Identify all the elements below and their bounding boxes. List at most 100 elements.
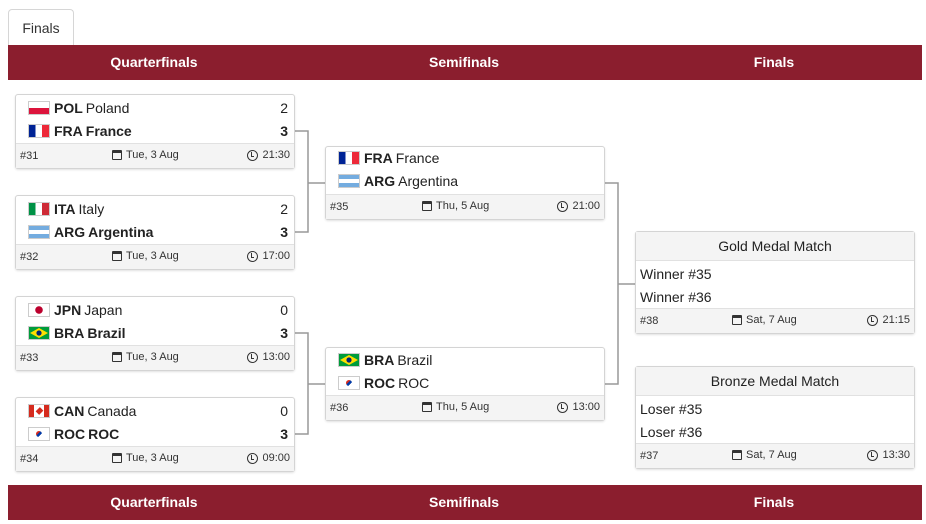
roc-flag-icon: [28, 427, 50, 441]
final-entry: Loser #35: [640, 401, 703, 417]
calendar-icon: [112, 453, 122, 463]
final-entry: Loser #36: [640, 424, 703, 440]
match-date: Tue, 3 Aug: [112, 250, 179, 262]
team-name: ROC: [398, 375, 430, 391]
team-code: BRA: [54, 325, 85, 341]
match-date: Tue, 3 Aug: [112, 452, 179, 464]
team-code: ARG: [54, 224, 86, 240]
match-footer: #32 Tue, 3 Aug 17:00: [16, 244, 294, 269]
match-number: #38: [640, 315, 659, 327]
match-card-gold[interactable]: Gold Medal Match Winner #35 Winner #36 #…: [635, 231, 915, 334]
calendar-icon: [422, 201, 432, 211]
team-row: CAN Canada 0: [28, 400, 288, 422]
clock-icon: [247, 149, 259, 161]
team-name: Argentina: [88, 224, 154, 240]
match-footer: #35 Thu, 5 Aug 21:00: [326, 194, 604, 219]
clock-icon: [557, 401, 569, 413]
match-number: #32: [20, 251, 39, 263]
match-footer: #38 Sat, 7 Aug 21:15: [636, 308, 914, 333]
match-card-qf-33[interactable]: JPN Japan 0 BRA Brazil 3 #33 Tue, 3 Aug …: [15, 296, 295, 371]
team-code: BRA: [364, 352, 395, 368]
match-date: Thu, 5 Aug: [422, 200, 489, 212]
team-code: FRA: [54, 123, 83, 139]
match-footer: #37 Sat, 7 Aug 13:30: [636, 443, 914, 468]
connector-sf-35-36: [605, 182, 635, 385]
japan-flag-icon: [28, 303, 50, 317]
match-number: #33: [20, 352, 39, 364]
team-score: 3: [280, 123, 288, 139]
match-footer: #36 Thu, 5 Aug 13:00: [326, 395, 604, 420]
calendar-icon: [112, 150, 122, 160]
roc-flag-icon: [338, 376, 360, 390]
team-name: Italy: [78, 201, 105, 217]
team-row: BRA Brazil: [338, 349, 598, 371]
team-row: ITA Italy 2: [28, 198, 288, 220]
match-date: Tue, 3 Aug: [112, 149, 179, 161]
match-date: Sat, 7 Aug: [732, 314, 797, 326]
team-score: 2: [280, 100, 288, 116]
france-flag-icon: [28, 124, 50, 138]
calendar-icon: [112, 352, 122, 362]
brazil-flag-icon: [338, 353, 360, 367]
team-score: 0: [280, 403, 288, 419]
match-date: Sat, 7 Aug: [732, 449, 797, 461]
france-flag-icon: [338, 151, 360, 165]
clock-icon: [247, 250, 259, 262]
match-card-qf-32[interactable]: ITA Italy 2 ARG Argentina 3 #32 Tue, 3 A…: [15, 195, 295, 270]
team-name: France: [85, 123, 132, 139]
match-time: 13:00: [247, 351, 290, 363]
brazil-flag-icon: [28, 326, 50, 340]
match-footer: #33 Tue, 3 Aug 13:00: [16, 345, 294, 370]
team-score: 3: [280, 426, 288, 442]
team-name: Argentina: [398, 173, 459, 189]
match-time: 13:00: [557, 401, 600, 413]
team-row: FRA France: [338, 147, 598, 169]
round-label-quarterfinals: Quarterfinals: [110, 494, 198, 510]
team-row-winner: ARG Argentina 3: [28, 221, 288, 243]
team-name: Japan: [84, 302, 123, 318]
match-number: #31: [20, 150, 39, 162]
team-row-winner: FRA France 3: [28, 120, 288, 142]
match-footer: #31 Tue, 3 Aug 21:30: [16, 143, 294, 168]
team-row: ROC ROC: [338, 372, 598, 394]
team-code: ITA: [54, 201, 76, 217]
match-card-sf-36[interactable]: BRA Brazil ROC ROC #36 Thu, 5 Aug 13:00: [325, 347, 605, 421]
clock-icon: [247, 351, 259, 363]
match-time: 17:00: [247, 250, 290, 262]
round-header-top: Quarterfinals Semifinals Finals: [8, 45, 922, 80]
match-footer: #34 Tue, 3 Aug 09:00: [16, 446, 294, 471]
poland-flag-icon: [28, 101, 50, 115]
team-code: ARG: [364, 173, 396, 189]
team-score: 3: [280, 325, 288, 341]
tab-finals[interactable]: Finals: [8, 9, 74, 45]
clock-icon: [867, 314, 879, 326]
team-name: ROC: [88, 426, 120, 442]
clock-icon: [557, 200, 569, 212]
round-label-semifinals: Semifinals: [428, 494, 500, 510]
team-code: ROC: [54, 426, 86, 442]
calendar-icon: [422, 402, 432, 412]
match-number: #37: [640, 450, 659, 462]
canada-flag-icon: [28, 404, 50, 418]
match-date: Tue, 3 Aug: [112, 351, 179, 363]
italy-flag-icon: [28, 202, 50, 216]
clock-icon: [867, 449, 879, 461]
team-row: JPN Japan 0: [28, 299, 288, 321]
round-label-finals: Finals: [753, 54, 795, 70]
match-number: #35: [330, 201, 349, 213]
team-score: 2: [280, 201, 288, 217]
match-time: 09:00: [247, 452, 290, 464]
match-time: 21:15: [867, 314, 910, 326]
gold-medal-title: Gold Medal Match: [636, 232, 914, 261]
round-header-bottom: Quarterfinals Semifinals Finals: [8, 485, 922, 520]
team-score: 3: [280, 224, 288, 240]
team-code: CAN: [54, 403, 85, 419]
match-card-bronze[interactable]: Bronze Medal Match Loser #35 Loser #36 #…: [635, 366, 915, 469]
team-row: ARG Argentina: [338, 170, 598, 192]
match-time: 13:30: [867, 449, 910, 461]
round-label-semifinals: Semifinals: [428, 54, 500, 70]
match-card-qf-34[interactable]: CAN Canada 0 ROC ROC 3 #34 Tue, 3 Aug 09…: [15, 397, 295, 472]
match-card-sf-35[interactable]: FRA France ARG Argentina #35 Thu, 5 Aug …: [325, 146, 605, 220]
match-card-qf-31[interactable]: POL Poland 2 FRA France 3 #31 Tue, 3 Aug…: [15, 94, 295, 169]
